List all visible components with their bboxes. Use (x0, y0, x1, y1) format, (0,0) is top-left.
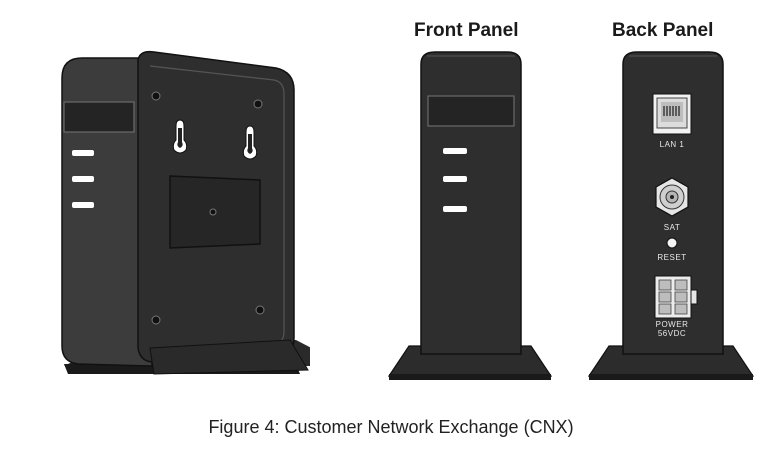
keyhole-mount-left (172, 119, 188, 154)
front-indicator-3 (443, 206, 467, 212)
front-display-window (427, 95, 515, 127)
reset-label: RESET (657, 253, 686, 262)
back-panel-illustration: LAN 1 SAT RESET POWER 56VDC (587, 51, 755, 380)
indicator-1 (72, 150, 94, 156)
figure-caption: Figure 4: Customer Network Exchange (CNX… (208, 417, 574, 437)
power-label-line1: POWER (656, 320, 689, 329)
indicator-2 (72, 176, 94, 182)
lan-port-label: LAN 1 (660, 140, 685, 149)
front-panel-heading: Front Panel (414, 20, 519, 41)
lan-port (652, 93, 692, 135)
front-indicator-2 (443, 176, 467, 182)
sat-coax-connector (655, 177, 689, 217)
side-display-window (63, 101, 135, 133)
back-panel-heading: Back Panel (612, 20, 714, 41)
front-panel-illustration (387, 51, 553, 380)
reset-button-illustration (666, 237, 678, 249)
front-indicator-1 (443, 148, 467, 154)
sat-label: SAT (664, 223, 680, 232)
device-perspective-illustration (61, 50, 310, 375)
power-connector (654, 275, 698, 319)
keyhole-mount-right (242, 125, 258, 160)
indicator-3 (72, 202, 94, 208)
power-label-line2: 56VDC (658, 329, 686, 338)
